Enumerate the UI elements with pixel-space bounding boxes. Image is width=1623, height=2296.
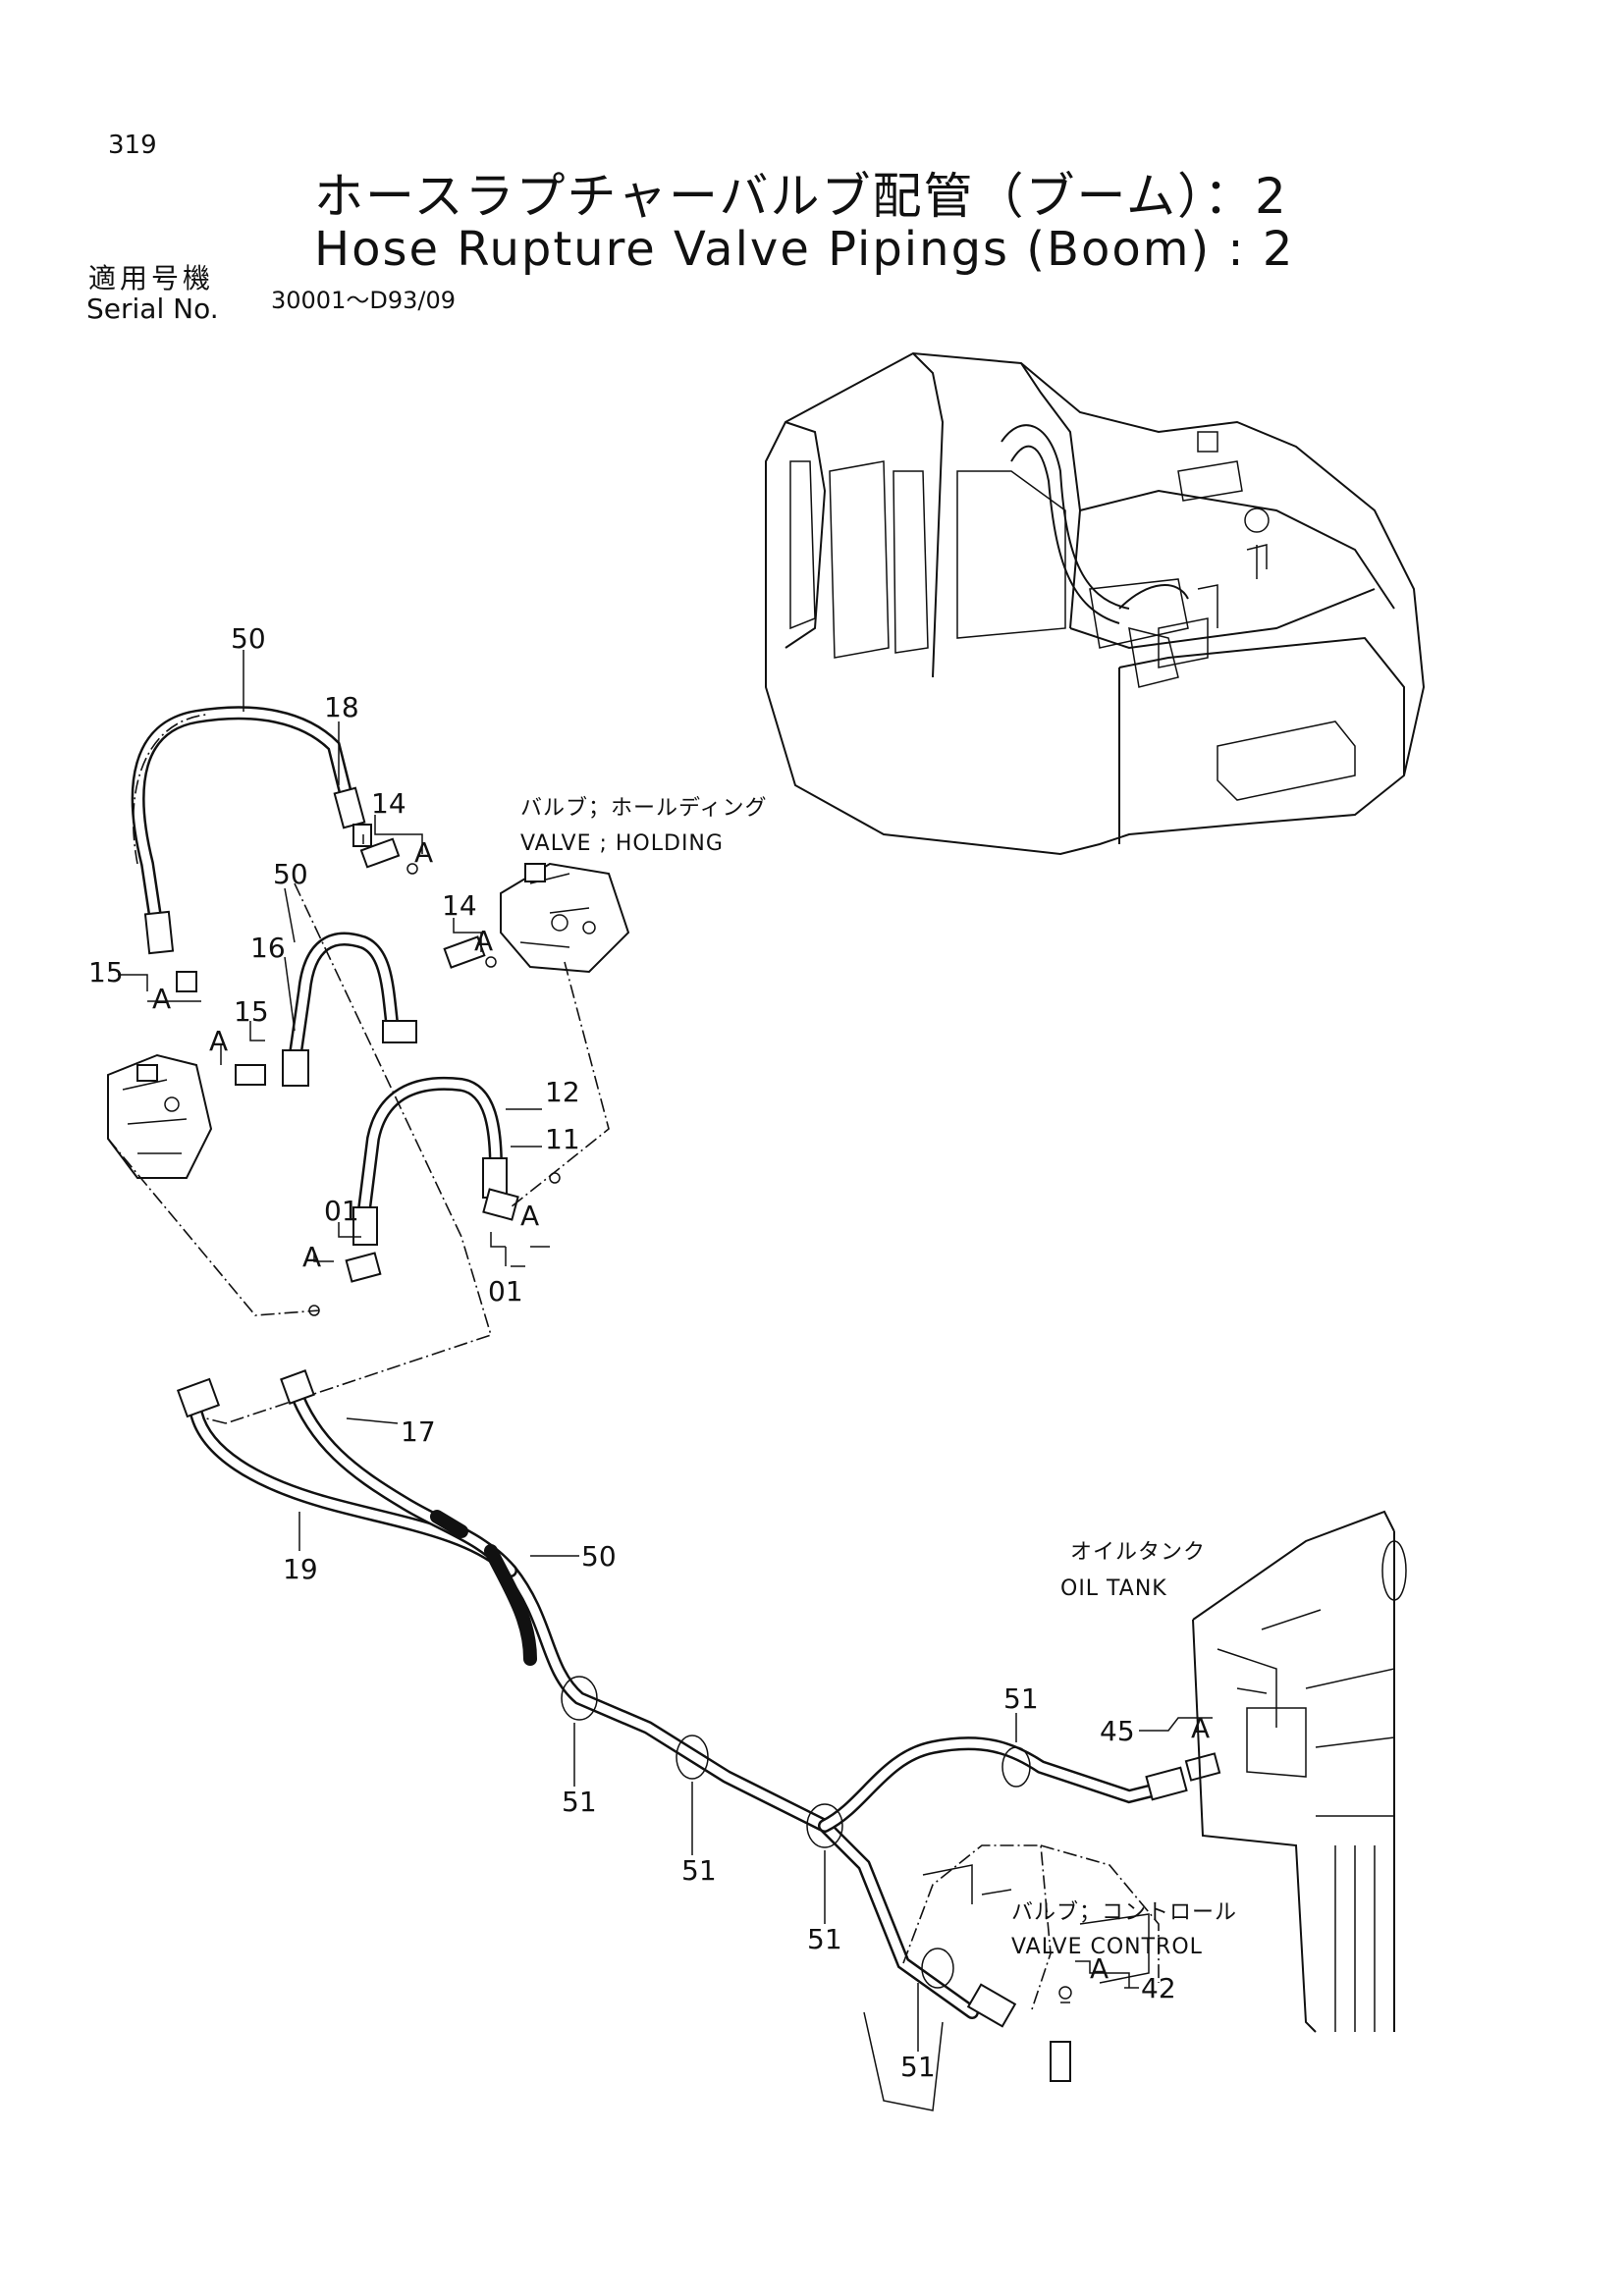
caption-oil-tank-jp: オイルタンク [1070,1540,1206,1565]
callout-50-upper: 50 [231,622,266,655]
callout-16: 16 [250,932,286,964]
callout-51-d: 51 [1003,1682,1039,1715]
callout-12: 12 [545,1076,580,1108]
caption-valve-control-en: VALVE CONTROL [1011,1935,1203,1959]
leader-lines [118,650,1213,2052]
callout-a-left: A [152,983,171,1015]
callout-a-upper: A [414,836,433,869]
component-captions: バルブ；ホールディング VALVE ; HOLDING オイルタンク OIL T… [520,796,1237,1959]
reference-lines [107,882,610,1424]
callout-a-middle-left: A [209,1025,228,1057]
callout-11: 11 [545,1123,580,1155]
page-title-english: Hose Rupture Valve Pipings (Boom) : 2 [314,222,1295,277]
callout-a-middle: A [474,925,493,957]
callout-a-lower-left: A [302,1241,321,1273]
callout-01-left: 01 [324,1195,359,1227]
callout-17: 17 [401,1415,436,1448]
callout-14-middle: 14 [442,889,477,922]
callout-42: 42 [1141,1972,1176,2004]
callout-15-middle: 15 [234,995,269,1028]
caption-valve-holding-en: VALVE ; HOLDING [520,831,724,856]
callout-51-a: 51 [562,1786,597,1818]
callout-15-left: 15 [88,956,124,988]
page-number: 319 [108,131,157,160]
caption-oil-tank-en: OIL TANK [1060,1576,1167,1601]
caption-valve-control-jp: バルブ；コントロール [1011,1900,1237,1925]
callout-51-c: 51 [807,1923,842,1955]
holding-valve-left [107,1053,213,1179]
callout-labels: 50 18 14 A 50 14 A 16 15 A 15 A 12 11 01… [88,622,1210,2083]
caption-valve-holding-jp: バルブ；ホールディング [520,796,767,821]
serial-range: 30001～D93/09 [271,287,456,314]
callout-19: 19 [283,1553,318,1585]
callout-50-lower: 50 [581,1540,617,1573]
hose-clamps [561,1676,1031,1989]
hose-assembly-upper [131,706,372,955]
callout-a-oil-tank: A [1191,1712,1210,1744]
excavator-illustration [765,351,1426,856]
callout-50-middle: 50 [273,858,308,890]
callout-a-control-valve: A [1090,1952,1109,1985]
callout-51-e: 51 [900,2051,936,2083]
serial-label-english: Serial No. [86,293,219,325]
serial-label-japanese: 適用号機 [88,262,215,294]
hose-assembly-middle [282,932,417,1087]
main-hose-run [176,1369,1221,2082]
callout-14-upper: 14 [371,787,406,820]
callout-45: 45 [1100,1715,1135,1747]
callout-18: 18 [324,691,359,723]
page-title-japanese: ホースラプチャーバルブ配管（ブーム）：2 [314,168,1288,225]
callout-a-lower-right: A [520,1200,539,1232]
callout-51-b: 51 [681,1854,717,1887]
control-valve-illustration [863,1844,1160,2111]
hose-assembly-lower [352,1076,508,1246]
holding-valve-right [500,862,630,974]
oil-tank-illustration [1192,1510,1407,2033]
callout-01-right: 01 [488,1275,523,1308]
